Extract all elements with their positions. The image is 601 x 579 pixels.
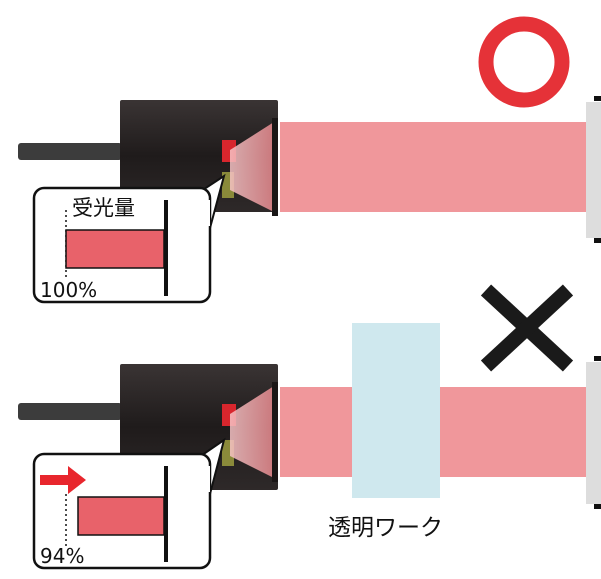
bottom-scene bbox=[18, 284, 601, 570]
beam-top bbox=[280, 122, 586, 212]
meter-value-bottom: 94% bbox=[40, 544, 85, 568]
decrease-arrow-icon bbox=[40, 466, 86, 494]
transparent-workpiece bbox=[352, 323, 440, 498]
reflector-tick-top-1 bbox=[594, 96, 601, 101]
lens-cone-bottom bbox=[230, 386, 274, 478]
meter-bar-top bbox=[65, 229, 165, 269]
meter-value-top: 100% bbox=[40, 278, 98, 302]
reflector-tick-bottom-1 bbox=[594, 356, 601, 361]
meter-label-top: 受光量 bbox=[70, 192, 137, 222]
reflector-tick-bottom-2 bbox=[594, 504, 601, 509]
callout-pointer-cover-top bbox=[196, 200, 210, 226]
ok-mark bbox=[478, 16, 570, 108]
reflector-bottom bbox=[586, 362, 601, 504]
lens-cone-top bbox=[230, 122, 274, 212]
workpiece-label: 透明ワーク bbox=[328, 515, 443, 541]
sensor-cable-top bbox=[18, 143, 122, 160]
lens-front-bottom bbox=[272, 382, 278, 482]
sensor-cable-bottom bbox=[18, 403, 122, 420]
callout-pointer-cover-bottom bbox=[196, 466, 210, 492]
meter-bar-bottom bbox=[77, 496, 165, 536]
reflector-tick-top-2 bbox=[594, 238, 601, 243]
top-scene bbox=[18, 16, 601, 304]
ng-mark bbox=[480, 284, 574, 372]
reflector-top bbox=[586, 102, 601, 238]
lens-front-top bbox=[272, 118, 278, 216]
